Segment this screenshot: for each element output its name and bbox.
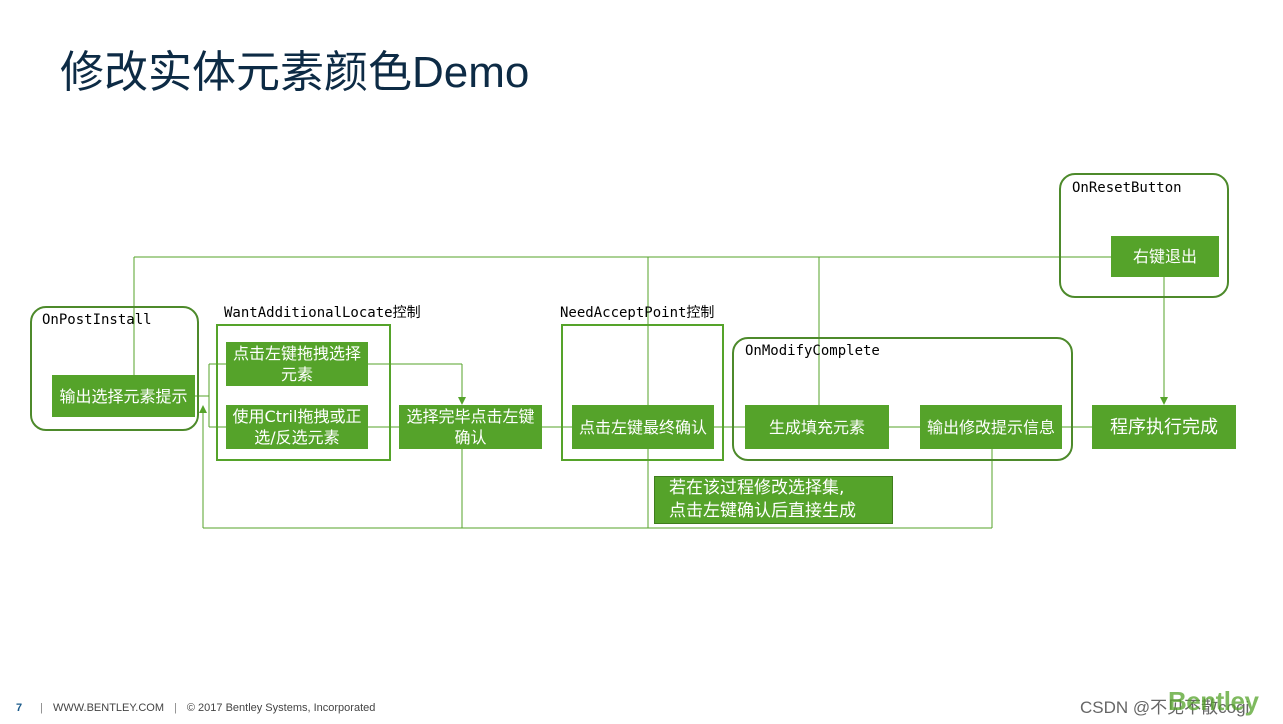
group-on-modify-complete <box>732 337 1073 461</box>
group-label-on-post-install: OnPostInstall <box>42 312 152 328</box>
group-label-on-modify-complete: OnModifyComplete <box>745 343 880 359</box>
bentley-logo: Bentley <box>1168 686 1259 716</box>
group-label-on-reset-button: OnResetButton <box>1072 180 1182 196</box>
footer-site: WWW.BENTLEY.COM <box>52 702 165 714</box>
group-label-need-accept-point: NeedAcceptPoint控制 <box>560 305 715 321</box>
group-label-want-additional-locate: WantAdditionalLocate控制 <box>224 305 421 321</box>
note-box: 若在该过程修改选择集, 点击左键确认后直接生成 <box>654 476 893 524</box>
page-number: 7 <box>16 702 23 714</box>
step-right-exit: 右键退出 <box>1111 236 1219 277</box>
step-drag-select: 点击左键拖拽选择 元素 <box>226 342 368 386</box>
step-ctrl-drag: 使用Ctril拖拽或正 选/反选元素 <box>226 405 368 449</box>
group-on-reset-button <box>1059 173 1229 298</box>
footer: 7|WWW.BENTLEY.COM|© 2017 Bentley Systems… <box>16 702 376 714</box>
page-title: 修改实体元素颜色Demo <box>60 48 530 97</box>
group-want-additional-locate <box>216 324 391 461</box>
step-finish: 程序执行完成 <box>1092 405 1236 449</box>
group-on-post-install <box>30 306 199 431</box>
group-need-accept-point <box>561 324 724 461</box>
csdn-watermark: CSDN @不见不散cogi <box>1080 698 1250 717</box>
footer-copyright: © 2017 Bentley Systems, Incorporated <box>186 702 376 714</box>
step-generate-fill: 生成填充元素 <box>745 405 889 449</box>
step-final-confirm: 点击左键最终确认 <box>572 405 714 449</box>
step-output-modify: 输出修改提示信息 <box>920 405 1062 449</box>
step-output-prompt: 输出选择元素提示 <box>52 375 195 417</box>
step-confirm-selection: 选择完毕点击左键 确认 <box>399 405 542 449</box>
